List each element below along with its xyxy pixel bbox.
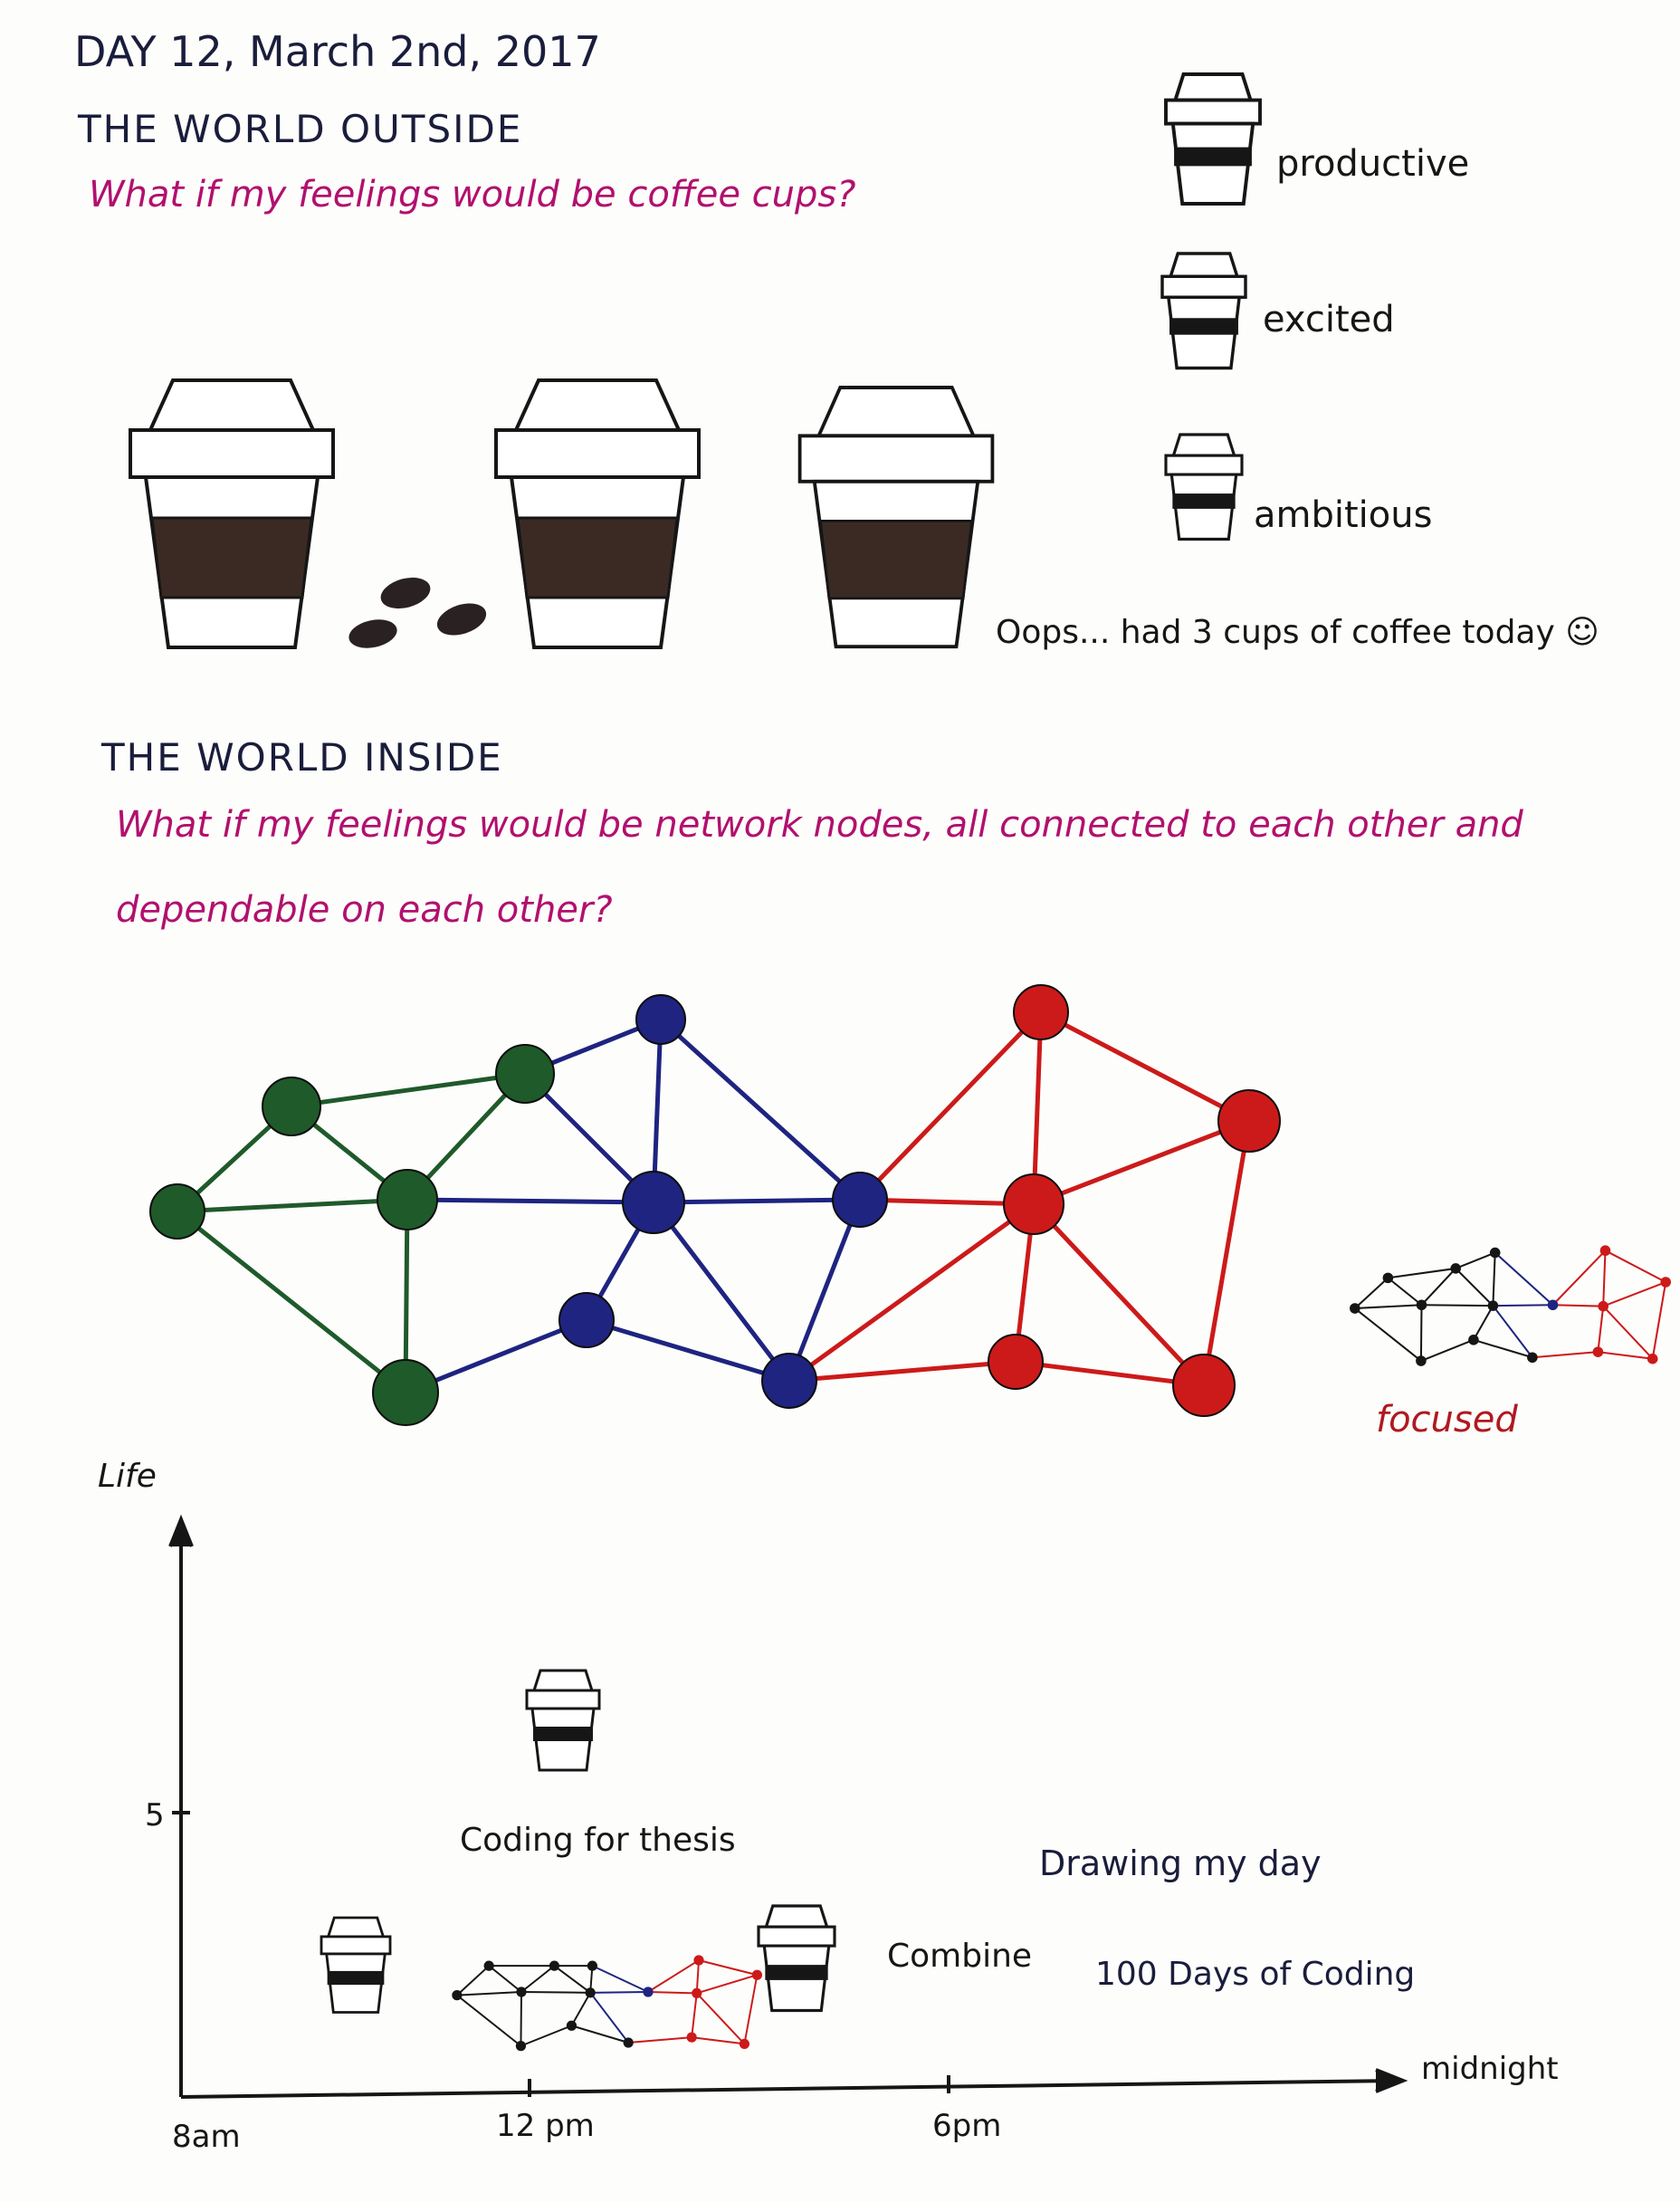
world-inside-question-line2: dependable on each other? [116, 889, 613, 931]
y-axis-label: Life [98, 1458, 157, 1495]
timeline-cup-morning-icon [320, 1916, 392, 2014]
x-tick-midnight: midnight [1421, 2051, 1559, 2087]
label-coding-for-thesis: Coding for thesis [460, 1822, 736, 1859]
y-tick-5: 5 [145, 1797, 165, 1833]
label-100-days-of-coding: 100 Days of Coding [1095, 1956, 1416, 1993]
legend-label-productive: productive [1276, 143, 1470, 185]
legend-cup-productive-icon [1164, 72, 1262, 206]
timeline-cup-thesis-icon [525, 1669, 601, 1772]
timeline-axes [168, 1514, 1408, 2099]
feelings-network [149, 984, 1281, 1426]
world-inside-title: THE WORLD INSIDE [101, 735, 503, 780]
world-inside-question-line1: What if my feelings would be network nod… [116, 804, 1523, 846]
smiley-icon: ☺ [1565, 614, 1599, 651]
x-tick-8am: 8am [172, 2119, 241, 2155]
legend-cup-excited-icon [1160, 252, 1247, 370]
legend-cup-ambitious-icon [1164, 433, 1244, 541]
world-outside-title: THE WORLD OUTSIDE [78, 107, 523, 151]
timeline-cup-afternoon-icon [757, 1904, 836, 2013]
coffee-cup-icon-3 [797, 386, 995, 649]
page-date: DAY 12, March 2nd, 2017 [74, 27, 601, 76]
coffee-beans-icon [348, 577, 487, 648]
x-tick-12pm: 12 pm [496, 2108, 595, 2144]
world-outside-question: What if my feelings would be coffee cups… [89, 174, 856, 215]
coffee-cup-icon-2 [494, 378, 701, 649]
label-drawing-my-day: Drawing my day [1039, 1843, 1322, 1883]
label-combine: Combine [887, 1938, 1033, 1975]
timeline-focused-network-icon [452, 1955, 762, 2052]
coffee-count-note: Oops... had 3 cups of coffee today ☺ [996, 614, 1599, 651]
x-tick-6pm: 6pm [932, 2108, 1002, 2144]
coffee-cup-icon-1 [129, 378, 335, 649]
legend-label-focused: focused [1376, 1399, 1518, 1441]
legend-label-excited: excited [1263, 299, 1395, 340]
focused-network-icon [1350, 1245, 1671, 1366]
legend-label-ambitious: ambitious [1254, 494, 1433, 536]
